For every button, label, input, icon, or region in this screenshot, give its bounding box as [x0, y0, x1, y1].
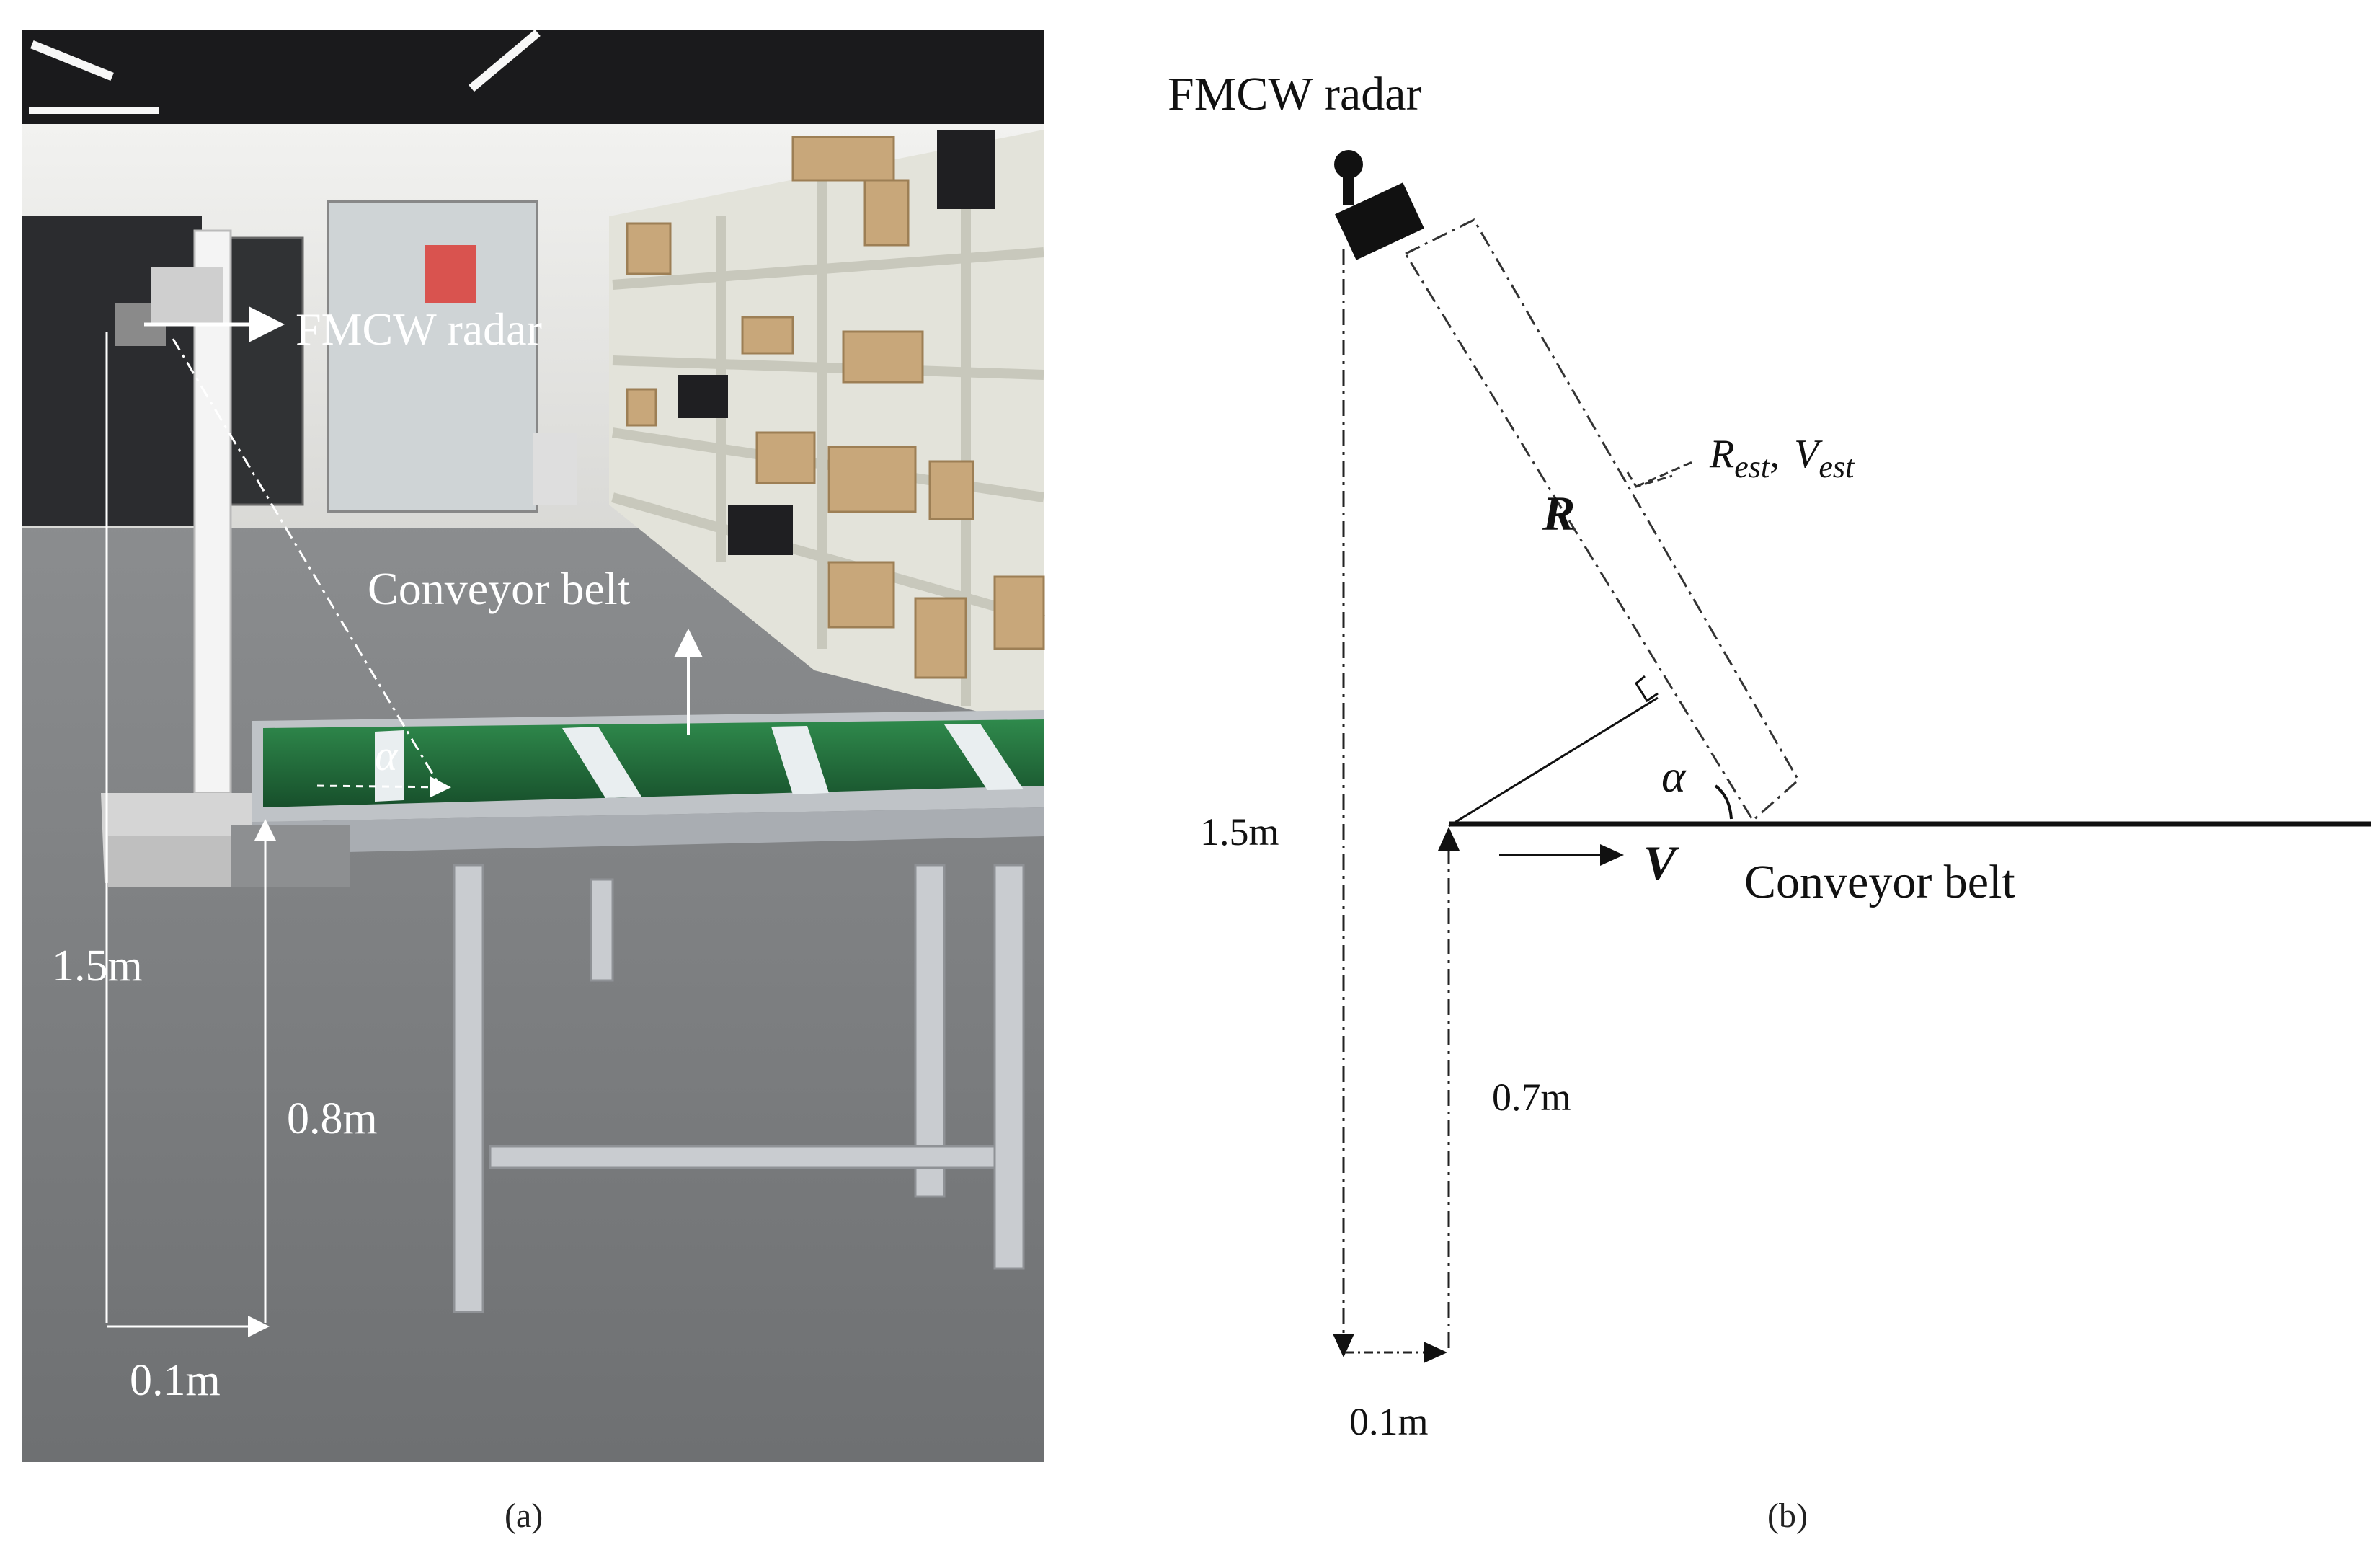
photo-alpha-label: α [375, 732, 399, 779]
photo-annotations [105, 306, 703, 1337]
storage-shelves [609, 130, 1045, 728]
photo-radar-label: FMCW radar [296, 303, 542, 355]
estimate-r: R [1709, 432, 1734, 477]
velocity-label: V [1643, 836, 1679, 890]
estimate-label: Rest, Vest [1709, 432, 1855, 484]
estimate-brace [1626, 460, 1695, 488]
radar-icon [1334, 150, 1424, 260]
conveyor-belt [231, 710, 1044, 1313]
diagram-height-radar: 1.5m [1200, 810, 1279, 854]
estimate-v: V [1794, 432, 1823, 477]
estimate-sep: , [1770, 432, 1780, 477]
alpha-arc [1714, 784, 1733, 820]
photo-belt-label: Conveyor belt [368, 563, 631, 614]
panel-a-caption: (a) [505, 1497, 543, 1535]
diagram-radar-label: FMCW radar [1168, 68, 1422, 120]
diagram-height-belt: 0.7m [1492, 1076, 1571, 1119]
panel-b-caption: (b) [1767, 1497, 1808, 1535]
photo-height-belt: 0.8m [287, 1094, 378, 1143]
radar-beam [1403, 218, 1800, 823]
estimate-v-sub: est [1819, 449, 1855, 484]
diagram-belt-label: Conveyor belt [1744, 856, 2015, 908]
estimate-r-sub: est [1734, 449, 1771, 484]
right-angle-mark [1635, 675, 1659, 703]
perpendicular-line [1448, 696, 1659, 828]
range-label: R [1542, 486, 1575, 541]
photo-height-radar: 1.5m [52, 941, 143, 990]
diagram-offset: 0.1m [1349, 1400, 1429, 1443]
alpha-label: α [1661, 750, 1687, 802]
photo-offset: 0.1m [130, 1356, 221, 1405]
